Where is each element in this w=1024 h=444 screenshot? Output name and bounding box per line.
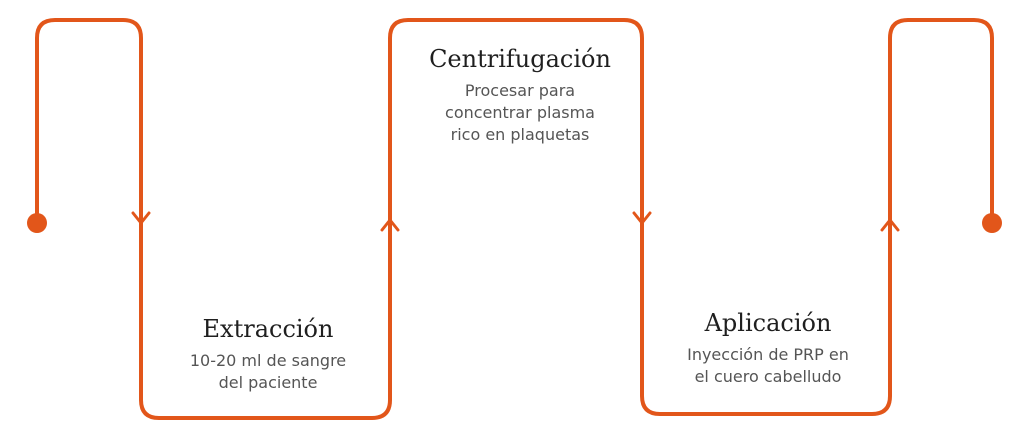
step-description: Procesar para concentrar plasma rico en … [410, 80, 630, 146]
step-extraccion: Extracción 10-20 ml de sangre del pacien… [168, 314, 368, 394]
step-description-line: Inyección de PRP en [687, 345, 849, 364]
step-aplicacion: Aplicación Inyección de PRP en el cuero … [658, 308, 878, 388]
step-title: Aplicación [704, 309, 832, 337]
step-description: Inyección de PRP en el cuero cabelludo [658, 344, 878, 388]
up-arrow-icon [380, 218, 400, 232]
step-description-line: el cuero cabelludo [694, 367, 842, 386]
step-description-line: concentrar plasma [445, 103, 595, 122]
step-title: Centrifugación [429, 45, 611, 73]
step-description-line: Procesar para [464, 81, 576, 100]
step-description-line: del paciente [218, 373, 318, 392]
flow-path [35, 18, 994, 420]
end-dot [982, 213, 1002, 233]
up-arrow-icon [880, 218, 900, 232]
step-description-line: rico en plaquetas [450, 125, 590, 144]
step-description-line: 10-20 ml de sangre [189, 351, 347, 370]
start-dot [27, 213, 47, 233]
down-arrow-icon [632, 211, 652, 225]
down-arrow-icon [131, 211, 151, 225]
step-centrifugacion: Centrifugación Procesar para concentrar … [410, 44, 630, 146]
step-description: 10-20 ml de sangre del paciente [168, 350, 368, 394]
step-title: Extracción [202, 315, 334, 343]
